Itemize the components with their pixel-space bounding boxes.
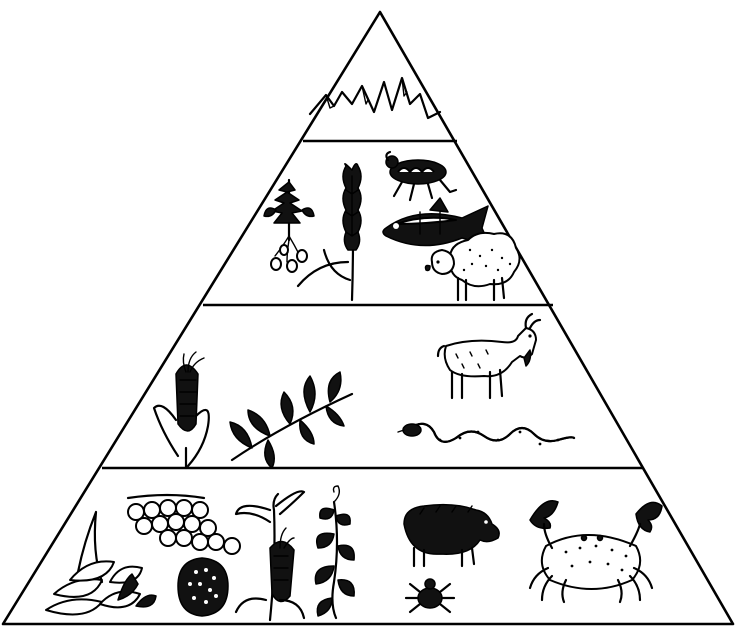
goat-icon <box>438 314 540 398</box>
plant-with-roots-icon <box>264 180 314 272</box>
leafy-stem-icon <box>230 372 352 468</box>
snake-icon <box>398 424 574 446</box>
corn-stalk-icon <box>236 491 304 620</box>
insect-icon <box>386 152 456 200</box>
crab-icon <box>530 501 662 602</box>
coconut-icon <box>178 558 228 616</box>
wheat-icon <box>298 164 361 300</box>
pyramid-outline <box>3 12 733 624</box>
corn-icon <box>154 352 209 468</box>
spider-icon <box>406 579 454 612</box>
vine-icon <box>315 486 354 618</box>
boar-icon <box>404 505 499 566</box>
grapes-icon <box>128 495 240 554</box>
